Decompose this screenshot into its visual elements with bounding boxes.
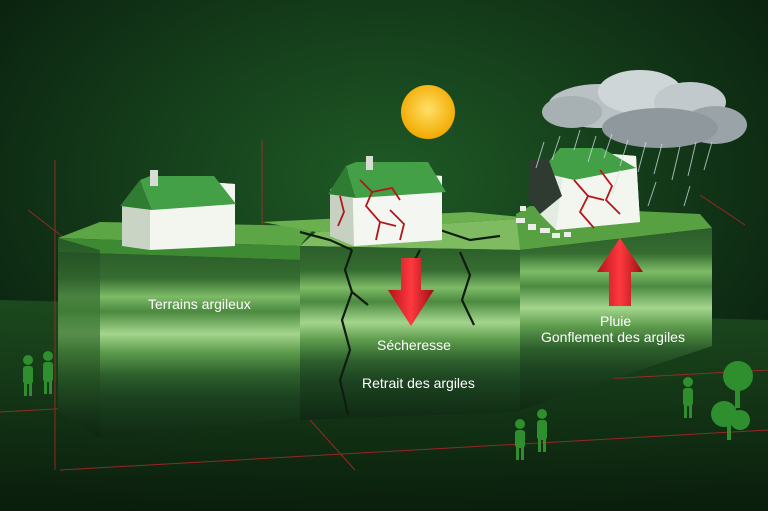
grass-edge xyxy=(58,238,300,260)
sun-icon xyxy=(401,85,455,139)
label-clay-swelling: Gonflement des argiles xyxy=(541,329,685,345)
tree xyxy=(723,361,753,408)
wall-cracks xyxy=(573,169,621,229)
arrow-up-icon xyxy=(597,238,643,306)
ground-cracks xyxy=(299,228,501,416)
block-clay-soil xyxy=(58,170,316,438)
arrow-down-icon xyxy=(388,258,434,326)
person xyxy=(683,377,693,418)
label-clay-soil: Terrains argileux xyxy=(148,296,251,312)
person xyxy=(515,419,525,460)
soil-front xyxy=(520,228,712,410)
house-damaged-swelling xyxy=(516,148,640,238)
rain-drops xyxy=(535,129,713,207)
house-cracked-drought xyxy=(328,156,446,246)
house-intact xyxy=(120,170,236,250)
label-rain: Pluie xyxy=(600,313,631,329)
person xyxy=(43,351,53,394)
block-rain xyxy=(516,148,712,410)
soil-side xyxy=(58,238,100,438)
debris xyxy=(516,206,571,238)
trees xyxy=(711,361,753,440)
label-clay-shrinkage: Retrait des argiles xyxy=(362,375,475,391)
people-figures xyxy=(23,351,693,460)
person xyxy=(23,355,33,396)
tree xyxy=(711,401,750,440)
block-drought xyxy=(262,156,530,420)
label-drought: Sécheresse xyxy=(377,337,451,353)
wall-cracks xyxy=(337,179,405,241)
soil-front xyxy=(58,252,300,438)
rain-cloud-icon xyxy=(535,70,747,207)
person xyxy=(537,409,547,452)
